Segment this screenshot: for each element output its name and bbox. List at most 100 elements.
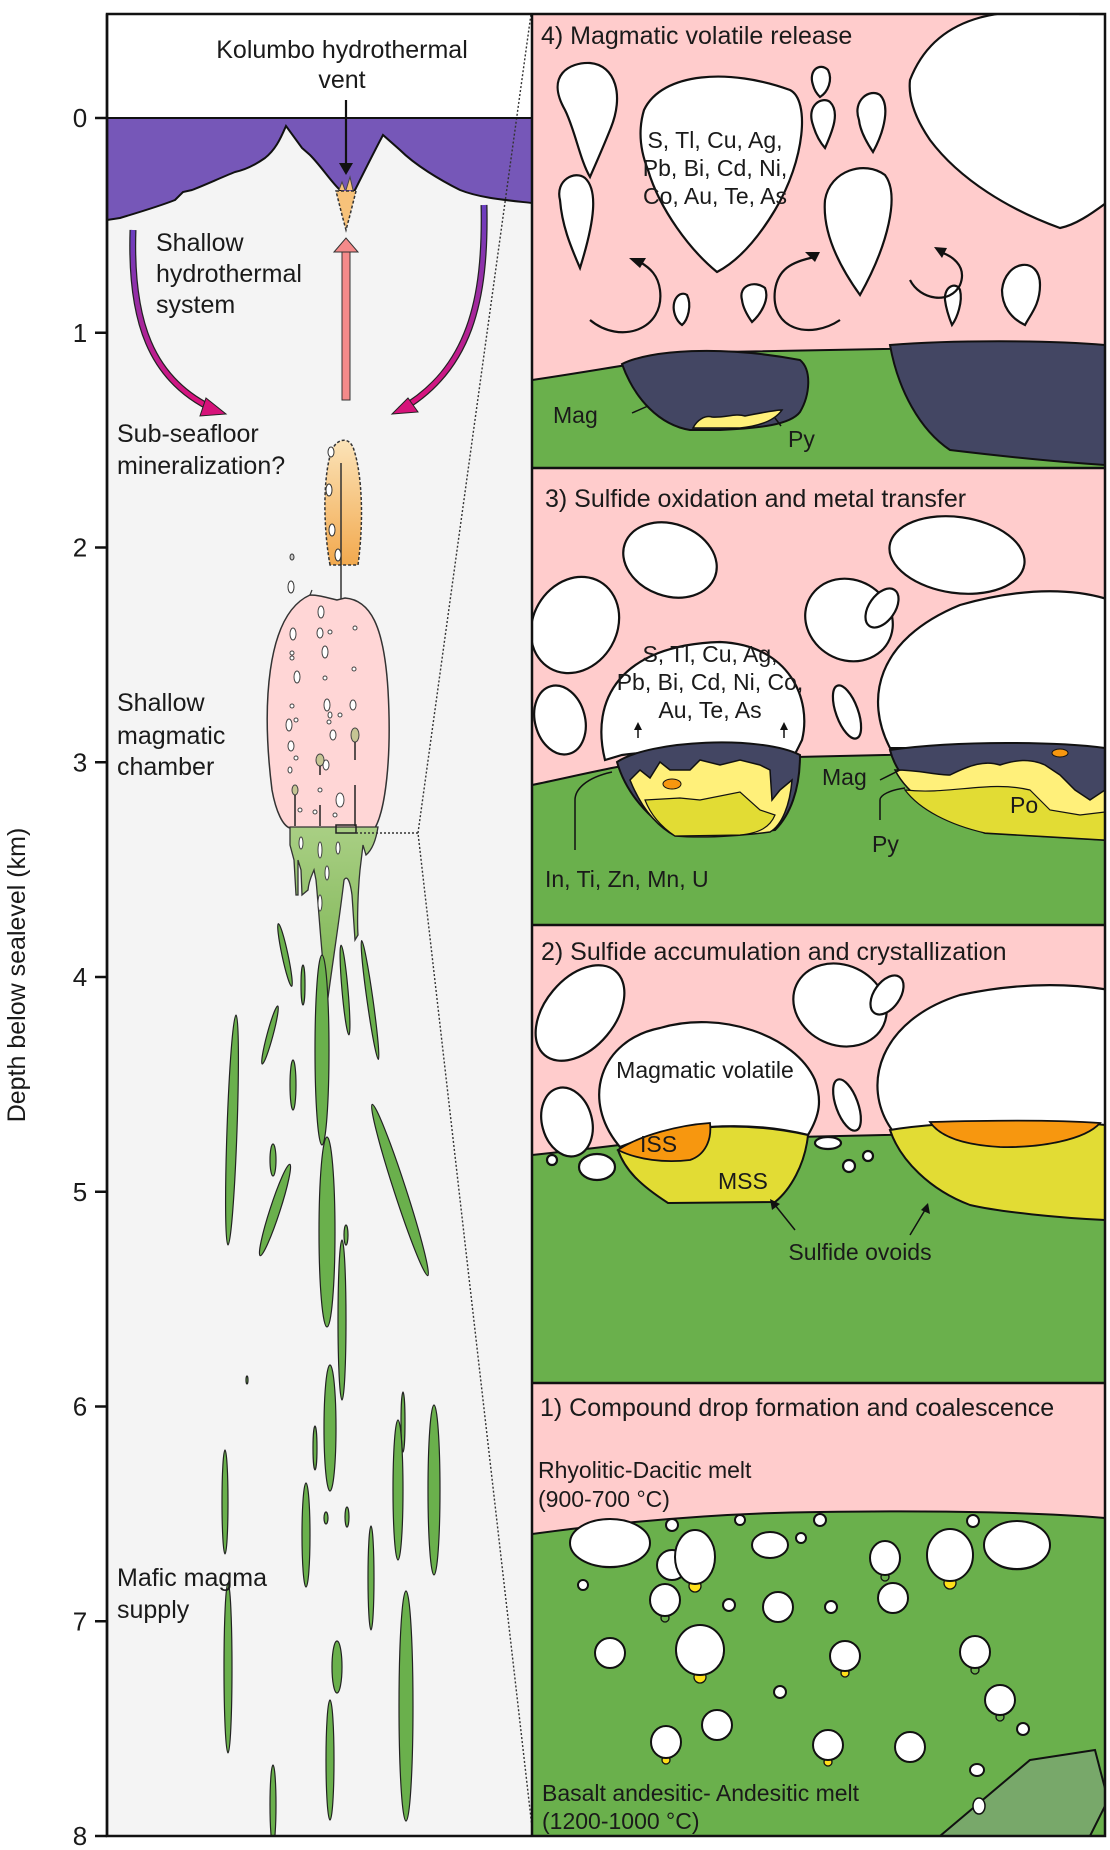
mafic-dike-lens — [245, 1375, 249, 1385]
panel-2-mss-label: MSS — [718, 1168, 768, 1194]
magnetite-body-right — [888, 340, 1105, 467]
mafic-dike-lens — [223, 1582, 233, 1754]
sky-area — [107, 14, 532, 118]
panel-2-accumulation — [532, 925, 1105, 1383]
xenocryst — [938, 1748, 1105, 1836]
iss-body-left — [616, 1122, 712, 1163]
pyrite-layer — [691, 409, 784, 429]
mafic-dike-lens — [323, 1364, 337, 1492]
volatile-bubble — [984, 1684, 1016, 1716]
volatile-bubble — [577, 1579, 589, 1591]
volatile-bubble — [926, 1528, 974, 1582]
volatile-bubble — [734, 1514, 746, 1526]
mafic-dike-lens — [277, 923, 293, 987]
shallow-magma-chamber — [266, 594, 390, 829]
panel-1-drop-formation — [532, 1383, 1105, 1836]
hydrothermal-label-line1: Shallow — [156, 229, 244, 257]
subseafloor-label-line1: Sub-seafloor — [117, 420, 259, 448]
volatile-bubble — [569, 1518, 651, 1568]
upflow-arrowhead — [332, 237, 360, 253]
downflow-arrowhead-left — [199, 397, 228, 417]
axis-tick-label: 7 — [73, 1606, 87, 1636]
volatile-bubble — [824, 1600, 838, 1614]
mafic-dikes — [221, 923, 441, 1836]
mafic-dike-lens — [323, 1511, 329, 1525]
mafic-dike-lens — [360, 939, 380, 1061]
volatile-bubbles — [556, 14, 1105, 328]
axis-tick-label: 6 — [73, 1392, 87, 1422]
mafic-dike-lens — [221, 1449, 229, 1555]
panel-1-mafic-line1: Basalt andesitic- Andesitic melt — [542, 1780, 860, 1806]
circulation-arrows — [589, 250, 963, 334]
panel-4-title: 4) Magmatic volatile release — [541, 22, 852, 50]
volatile-bubble — [829, 1640, 861, 1672]
mafic-supply-label-line2: supply — [117, 1596, 190, 1624]
mafic-dike-lens — [314, 954, 330, 1146]
seawater — [107, 117, 532, 222]
mafic-dike-lens — [301, 1482, 311, 1588]
mafic-dike-lens — [367, 1525, 375, 1631]
chamber-label-line1: Shallow — [117, 689, 205, 717]
volatile-bubble — [795, 1532, 807, 1544]
left-cross-section: Kolumbo hydrothermal vent Shallow hydrot… — [107, 14, 532, 1836]
mafic-dike-lens — [331, 1640, 343, 1694]
panel-3-mag-label: Mag — [822, 764, 867, 790]
mafic-dike-lens — [344, 1506, 350, 1528]
panel-2-title: 2) Sulfide accumulation and crystallizat… — [541, 938, 1007, 966]
volatile-bubble — [869, 1540, 901, 1576]
axis-title: Depth below sealevel (km) — [3, 828, 31, 1123]
mafic-dike-lens — [400, 1391, 406, 1453]
mafic-dike-lens — [312, 1425, 318, 1471]
mafic-dike-lens — [427, 1404, 441, 1576]
vent-arrowhead — [339, 163, 353, 175]
mafic-dike-lens — [224, 1014, 240, 1246]
panel-4-elements-line3: Co, Au, Te, As — [643, 183, 787, 209]
volatile-bubble — [665, 1518, 679, 1532]
axis-tick-label: 3 — [73, 747, 87, 777]
panel-4-elements-line2: Pb, Bi, Cd, Ni, — [643, 155, 787, 181]
panel-4-py-label: Py — [788, 426, 815, 452]
volatile-bubble — [1016, 1722, 1030, 1736]
panel-3-py-label: Py — [872, 831, 899, 857]
axis-tick-label: 0 — [73, 103, 87, 133]
volatile-bubble — [894, 1731, 926, 1763]
subseafloor-label-line2: mineralization? — [117, 452, 285, 480]
axis-tick-label: 1 — [73, 318, 87, 348]
volatile-bubble — [650, 1725, 682, 1759]
axis-tick-label: 4 — [73, 962, 87, 992]
volatile-bubble — [701, 1709, 733, 1741]
panel-2-ovoids-label: Sulfide ovoids — [788, 1239, 931, 1265]
panel-frames — [105, 12, 1107, 1838]
panel-1-mafic-line2: (1200-1000 °C) — [542, 1808, 700, 1834]
panel-3-elements-line3: Au, Te, As — [658, 697, 761, 723]
volatile-bubble — [675, 1624, 725, 1676]
chamber-sulfide-drops — [291, 727, 360, 796]
panel-1-felsic-line2: (900-700 °C) — [538, 1486, 670, 1512]
mafic-dike-lens — [269, 1143, 277, 1177]
downflow-arrowhead-right — [390, 397, 419, 415]
mafic-dike-lens — [325, 1699, 335, 1821]
vent-label-line1: Kolumbo hydrothermal — [216, 36, 468, 64]
panel-1-title: 1) Compound drop formation and coalescen… — [540, 1394, 1054, 1422]
mafic-supply-label-line1: Mafic magma — [117, 1564, 267, 1592]
mafic-dike-lens — [337, 1239, 347, 1401]
axis-tick-label: 8 — [73, 1821, 87, 1850]
volatile-bubble — [812, 1729, 844, 1761]
panel-2-volatile-label: Magmatic volatile — [616, 1057, 794, 1083]
mafic-dike-lens — [392, 1419, 404, 1561]
mafic-dike-lens — [339, 944, 351, 1036]
volatile-bubble — [751, 1531, 789, 1559]
mafic-dike-lens — [371, 1103, 429, 1277]
mafic-dike-lens — [261, 1005, 279, 1065]
volatile-bubble — [773, 1685, 787, 1699]
hydrothermal-label-line2: hydrothermal — [156, 260, 302, 288]
volatile-bubble — [877, 1582, 909, 1614]
volatile-bubbles — [534, 962, 1105, 1182]
mafic-dike-lens — [398, 1590, 414, 1822]
panel-4-volatile-release — [532, 14, 1105, 468]
volatile-bubble — [966, 1514, 980, 1528]
mafic-dike-lens — [258, 1163, 292, 1257]
panel-4-elements-line1: S, Tl, Cu, Ag, — [647, 127, 782, 153]
